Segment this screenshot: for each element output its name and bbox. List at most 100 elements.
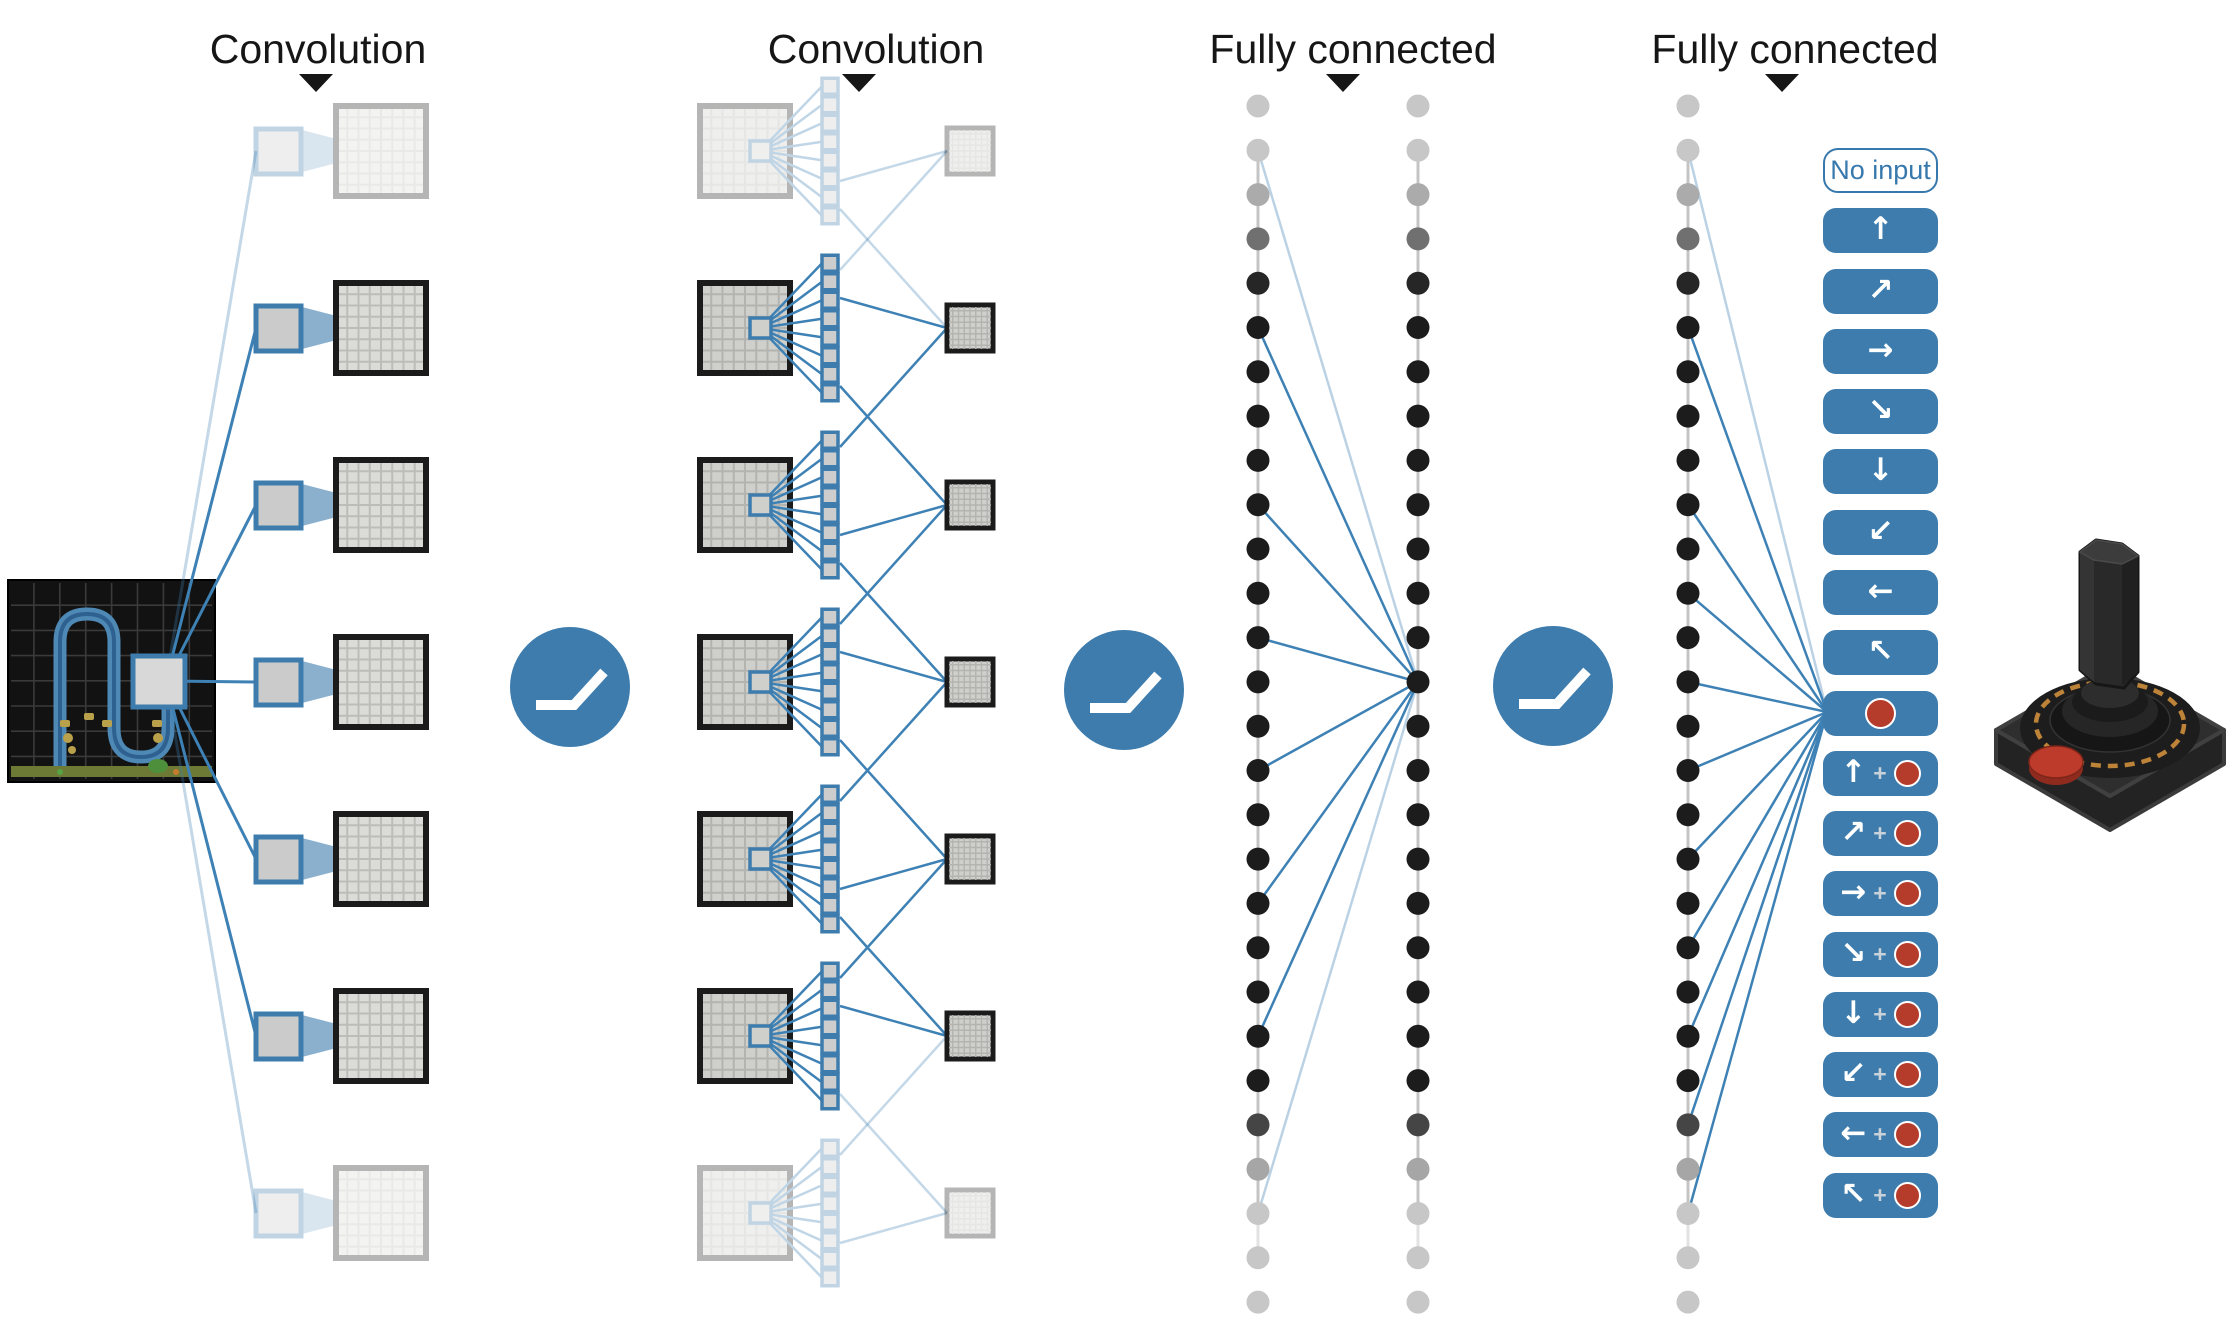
conv2-output-map — [944, 833, 996, 885]
fc-unit-dot — [1246, 980, 1270, 1004]
atari-joystick-illustration — [1994, 538, 2226, 832]
fc-unit-dot — [1246, 404, 1270, 428]
fc-unit-dot — [1246, 847, 1270, 871]
arrow-up-left-icon: ↖ — [1867, 633, 1894, 670]
fc-unit-dot — [1676, 404, 1700, 428]
fc-unit-dot — [1246, 493, 1270, 517]
fc-unit-dot — [1246, 1290, 1270, 1314]
action-button-no-input[interactable]: No input — [1823, 148, 1938, 193]
action-button-left[interactable]: ← — [1823, 569, 1938, 615]
layer-label-convolution-1: Convolution — [209, 26, 427, 72]
action-button-up-left-fire[interactable]: ↖+ — [1823, 1172, 1938, 1218]
fc-unit-dot — [1246, 891, 1270, 915]
layer-label-fully-connected-1: Fully connected — [1209, 26, 1497, 72]
fc-unit-dot — [1246, 271, 1270, 295]
fc-unit-dot — [1406, 316, 1430, 339]
plus-sign: + — [1873, 880, 1887, 907]
conv2-output-map — [944, 656, 996, 708]
action-button-down-left[interactable]: ↙ — [1823, 509, 1938, 555]
fc-unit-dot — [1676, 227, 1700, 251]
fc-unit-dot — [1246, 1157, 1270, 1181]
fc-unit-dot — [1406, 891, 1430, 915]
conv2-output-map — [944, 1187, 996, 1239]
conv1-feature-row — [253, 103, 429, 199]
fc-unit-dot — [1676, 183, 1700, 207]
fc-unit-dot — [1676, 714, 1700, 738]
action-button-up[interactable]: ↑ — [1823, 208, 1938, 254]
fc-unit-dot — [1676, 537, 1700, 561]
fc-unit-dot — [1406, 537, 1430, 561]
action-button-down-left-fire[interactable]: ↙+ — [1823, 1052, 1938, 1098]
action-button-right-fire[interactable]: →+ — [1823, 871, 1938, 917]
conv1-feature-row — [253, 457, 429, 553]
fc-unit-dot — [1246, 581, 1270, 605]
action-button-fire[interactable] — [1823, 690, 1938, 736]
fc-unit-dot — [1406, 227, 1430, 251]
fc-unit-dot — [1246, 626, 1270, 650]
arrow-up-right-fire-icon: ↗ — [1840, 814, 1867, 851]
fc-unit-dot — [1676, 1157, 1700, 1181]
fc-unit-dot — [1676, 891, 1700, 915]
fc-unit-dot — [1676, 493, 1700, 517]
action-button-up-right-fire[interactable]: ↗+ — [1823, 811, 1938, 857]
action-button-right[interactable]: → — [1823, 328, 1938, 374]
action-button-left-fire[interactable]: ←+ — [1823, 1112, 1938, 1158]
input-to-conv1-connections — [164, 150, 258, 1214]
fc-unit-dot — [1246, 1024, 1270, 1048]
action-button-up-left[interactable]: ↖ — [1823, 630, 1938, 676]
fc-unit-dot — [1676, 360, 1700, 384]
fc-layer-2 — [1406, 94, 1430, 1314]
fc-unit-dot — [1246, 316, 1270, 339]
conv2-output-map — [944, 125, 996, 177]
fc-unit-dot — [1406, 360, 1430, 384]
fc-unit-dot — [1246, 138, 1270, 162]
conv2-output-map — [944, 1010, 996, 1062]
conv1-feature-row — [253, 1165, 429, 1261]
fc-unit-dot — [1676, 936, 1700, 960]
conv2-to-output-connections — [839, 149, 948, 1245]
action-button-up-fire[interactable]: ↑+ — [1823, 750, 1938, 796]
down-triangle-icon — [1326, 74, 1360, 92]
fc-unit-dot — [1246, 448, 1270, 472]
arrow-up-right-icon: ↗ — [1867, 271, 1894, 308]
fc-unit-dot — [1676, 1024, 1700, 1048]
conv1-feature-row — [253, 811, 429, 907]
input-patch-highlight — [130, 653, 188, 710]
plus-sign: + — [1873, 940, 1887, 967]
fc-unit-dot — [1406, 271, 1430, 295]
fc-unit-dot — [1676, 1246, 1700, 1270]
action-button-down-right[interactable]: ↘ — [1823, 389, 1938, 435]
conv2-feature-row — [697, 784, 840, 934]
fc-unit-dot — [1246, 183, 1270, 207]
action-button-down-fire[interactable]: ↓+ — [1823, 991, 1938, 1037]
arrow-left-fire-icon: ← — [1840, 1115, 1867, 1152]
fc-unit-dot — [1676, 1290, 1700, 1314]
fc-unit-dot — [1246, 1202, 1270, 1225]
conv2-feature-row — [697, 253, 840, 403]
fc-unit-dot — [1406, 714, 1430, 738]
fc-unit-dot — [1676, 626, 1700, 650]
plus-sign: + — [1873, 759, 1887, 786]
fc-unit-dot — [1406, 493, 1430, 517]
action-button-up-right[interactable]: ↗ — [1823, 268, 1938, 314]
fire-button-icon — [1893, 820, 1921, 848]
fc-unit-dot — [1246, 670, 1270, 694]
fc-unit-dot — [1406, 670, 1430, 694]
fc-unit-dot — [1676, 316, 1700, 339]
fc-unit-dot — [1676, 138, 1700, 162]
relu-curve-icon — [1493, 626, 1613, 746]
fc-unit-dot — [1676, 271, 1700, 295]
fire-button-icon — [1893, 1061, 1921, 1089]
arrow-down-right-icon: ↘ — [1867, 392, 1894, 429]
fc-unit-dot — [1246, 1069, 1270, 1093]
arrow-left-icon: ← — [1867, 572, 1894, 609]
action-label: No input — [1830, 155, 1931, 185]
action-button-down-right-fire[interactable]: ↘+ — [1823, 931, 1938, 977]
conv1-feature-row — [253, 280, 429, 376]
conv2-feature-row — [697, 607, 840, 757]
action-button-down[interactable]: ↓ — [1823, 449, 1938, 495]
fc-unit-dot — [1676, 670, 1700, 694]
fc-unit-dot — [1246, 227, 1270, 251]
conv2-output-map — [944, 302, 996, 354]
